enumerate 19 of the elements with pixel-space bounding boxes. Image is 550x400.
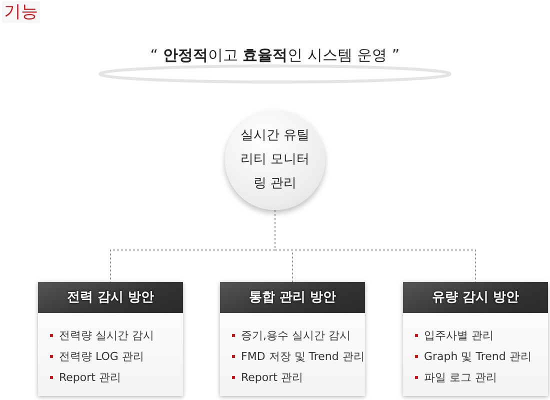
list-item: 전력량 실시간 감시 xyxy=(50,325,183,346)
category-card xyxy=(403,282,548,396)
tagline: “ 안정적이고 효율적인 시스템 운영 ” xyxy=(150,46,400,65)
list-item: 전력량 LOG 관리 xyxy=(50,346,183,367)
category-card xyxy=(220,282,365,396)
list-item: 입주사별 관리 xyxy=(415,325,548,346)
list-item: Report 관리 xyxy=(50,367,183,388)
topic-text: 실시간 유틸리티 모니터링 관리 xyxy=(239,127,311,193)
list-item: Report 관리 xyxy=(232,367,365,388)
topic-circle xyxy=(225,110,325,210)
list-item: Graph 및 Trend 관리 xyxy=(415,346,548,367)
category-card xyxy=(38,282,183,396)
card-header: 전력 감시 방안 xyxy=(38,282,183,313)
card-header: 통합 관리 방안 xyxy=(220,282,365,313)
card-header: 유량 감시 방안 xyxy=(403,282,548,313)
list-item: 증기,용수 실시간 감시 xyxy=(232,325,365,346)
section-title: 기능 xyxy=(2,1,40,23)
list-item: 파일 로그 관리 xyxy=(415,367,548,388)
list-item: FMD 저장 및 Trend 관리 xyxy=(232,346,365,367)
